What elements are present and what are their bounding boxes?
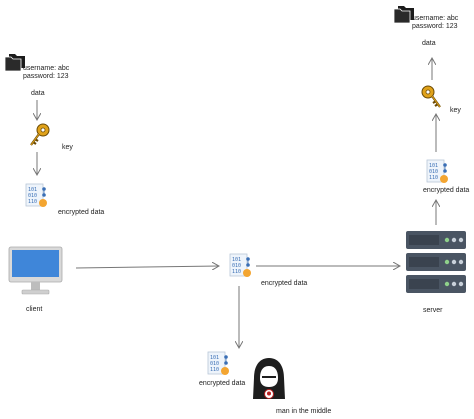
left-key-icon — [28, 123, 50, 149]
svg-text:110: 110 — [210, 367, 219, 373]
svg-text:101: 101 — [28, 187, 37, 193]
hacker-icon — [251, 356, 287, 400]
svg-text:010: 010 — [28, 193, 37, 199]
server-icon — [405, 230, 467, 294]
right-data-label: data — [422, 40, 436, 47]
right-key-label: key — [450, 107, 461, 114]
left-encrypted-doc-icon: 101 010 110 — [25, 183, 49, 209]
svg-text:101: 101 — [429, 163, 438, 169]
arrow-client-to-middle — [75, 266, 219, 268]
left-data-label: data — [31, 90, 45, 97]
svg-text:110: 110 — [429, 175, 438, 181]
left-folder-icon — [4, 53, 26, 71]
middle-encrypted-doc-icon: 101 010 110 — [229, 253, 253, 279]
middle-encrypted-label: encrypted data — [261, 280, 308, 287]
server-label: server — [423, 307, 443, 314]
right-password: password: 123 — [412, 23, 458, 30]
left-key-label: key — [62, 144, 73, 151]
mitm-encrypted-doc-icon: 101 010 110 — [207, 351, 231, 377]
svg-text:101: 101 — [232, 257, 241, 263]
mitm-label: man in the middle — [276, 408, 332, 415]
svg-text:010: 010 — [232, 263, 241, 269]
svg-text:101: 101 — [210, 355, 219, 361]
right-key-icon — [421, 85, 443, 111]
left-encrypted-label: encrypted data — [58, 209, 105, 216]
svg-text:110: 110 — [232, 269, 241, 275]
right-encrypted-label: encrypted data — [423, 187, 470, 194]
client-monitor-icon — [8, 246, 64, 298]
right-encrypted-doc-icon: 101 010 110 — [426, 159, 450, 185]
left-password: password: 123 — [23, 73, 69, 80]
svg-text:010: 010 — [210, 361, 219, 367]
svg-text:010: 010 — [429, 169, 438, 175]
svg-text:110: 110 — [28, 199, 37, 205]
right-username: username: abc — [412, 15, 459, 22]
client-label: client — [26, 306, 43, 313]
mitm-encrypted-label: encrypted data — [199, 380, 246, 387]
right-folder-icon — [393, 5, 415, 23]
left-username: username: abc — [23, 65, 70, 72]
